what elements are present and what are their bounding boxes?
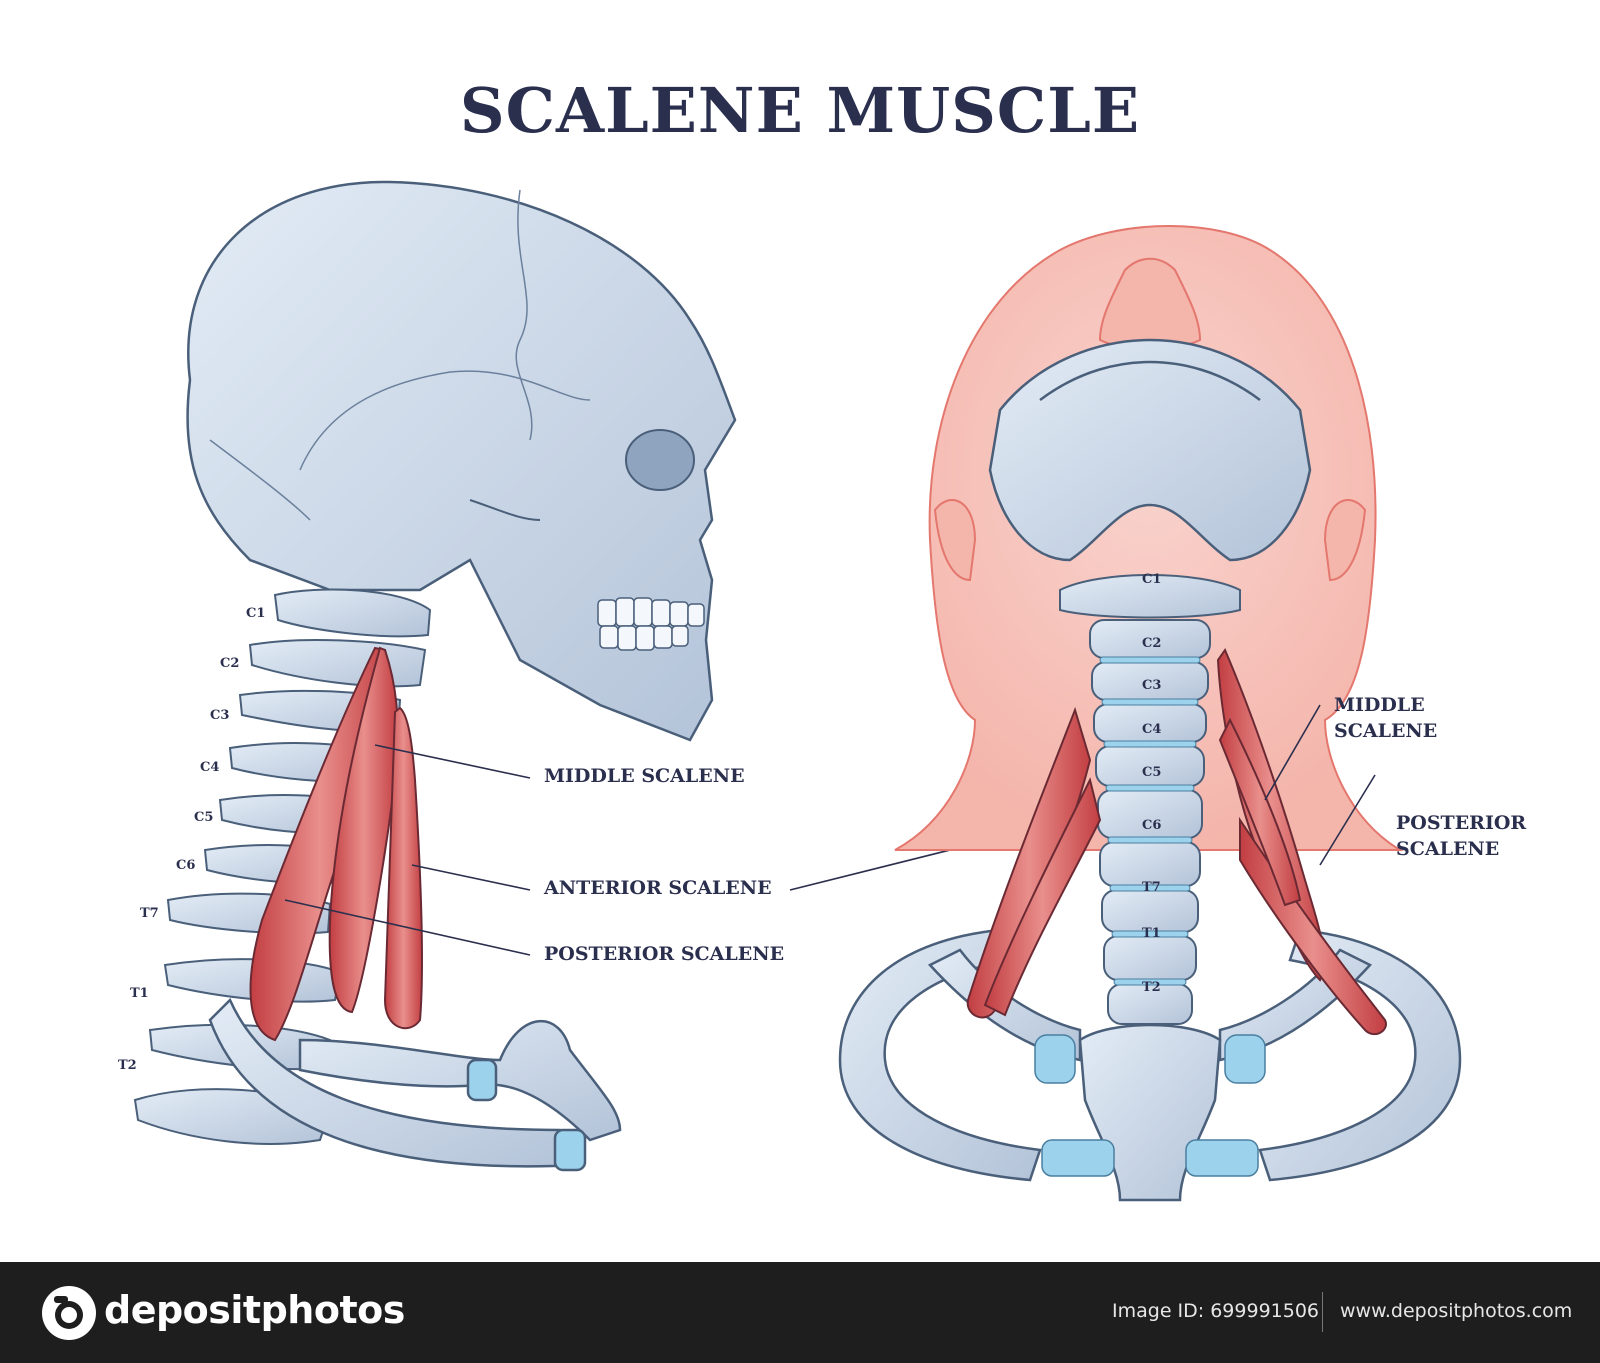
footer-divider [1322,1292,1323,1332]
side-label-anterior-scalene: ANTERIOR SCALENE [544,877,772,899]
front-label-posterior-line2: SCALENE [1396,838,1500,860]
front-vertebra-label: T1 [1142,926,1161,941]
footer-bar: depositphotos Image ID: 699991506 www.de… [0,1262,1600,1363]
side-label-middle-scalene: MIDDLE SCALENE [544,765,745,787]
front-vertebra-label: T2 [1142,980,1161,995]
left-ear [933,499,977,582]
front-view-discs [1099,656,1201,986]
front-vertebra-label: C1 [1142,572,1162,587]
side-label-posterior-scalene: POSTERIOR SCALENE [544,943,785,965]
eye-socket [625,429,695,491]
front-vertebra-label: C2 [1142,636,1162,651]
teeth [597,597,705,651]
side-vertebra-label: C1 [246,606,266,621]
front-view-jaw [988,338,1312,562]
diagram-title: SCALENE MUSCLE [459,74,1141,147]
right-ear [1323,499,1367,582]
side-vertebra-label: T1 [130,986,149,1001]
front-vertebra-label: C6 [1142,818,1162,833]
front-vertebra-label: T7 [1142,880,1161,895]
side-view-clavicle [208,997,622,1172]
side-vertebra-label: C5 [194,810,214,825]
front-label-posterior-line1: POSTERIOR [1396,812,1527,834]
side-vertebra-label: C6 [176,858,196,873]
site-url[interactable]: www.depositphotos.com [1340,1300,1573,1322]
front-view-leader-lines [1264,704,1376,866]
front-view-scalene-muscles [966,647,1387,1036]
side-view-scalene-muscles [249,646,424,1042]
front-label-middle-line2: SCALENE [1334,720,1438,742]
camera-logo-icon[interactable] [40,1284,98,1342]
front-vertebra-label: C3 [1142,678,1162,693]
side-vertebra-label: C3 [210,708,230,723]
side-vertebra-label: C4 [200,760,220,775]
side-vertebra-label: T7 [140,906,159,921]
front-label-middle-line1: MIDDLE [1334,694,1425,716]
skull-shape [186,180,737,742]
illustration-stage: SCALENE MUSCLE C1 C2 C3 C4 C5 C6 T7 T1 T… [118,74,1527,1202]
front-vertebra-label: C5 [1142,765,1162,780]
front-vertebra-label: C4 [1142,722,1162,737]
side-view-skull [186,180,737,742]
anatomy-illustration [133,180,1462,1202]
side-vertebra-label: C2 [220,656,240,671]
front-view-spine [1059,574,1241,1025]
side-vertebra-label: T2 [118,1058,137,1073]
front-view-cartilage [1034,1034,1266,1177]
anterior-scalene-muscle [383,706,424,1030]
brand-name[interactable]: depositphotos [104,1288,405,1332]
image-id: Image ID: 699991506 [1112,1300,1320,1322]
